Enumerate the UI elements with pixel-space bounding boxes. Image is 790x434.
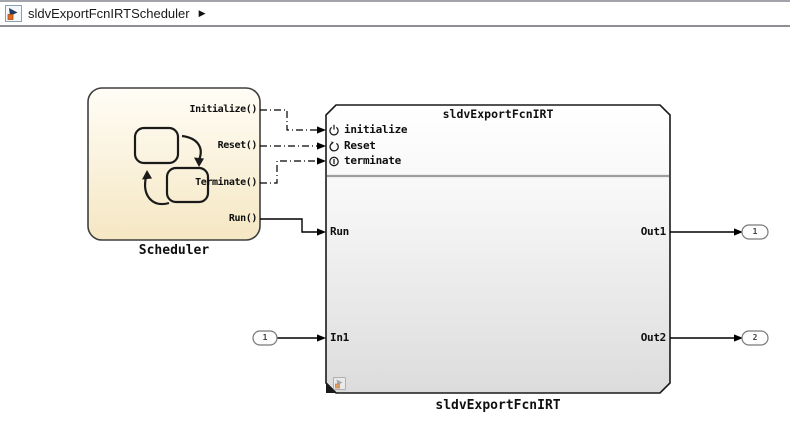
signal-run[interactable] [260,218,317,233]
model-block-title: sldvExportFcnIRT [442,107,554,121]
transition-arrowhead-up [142,170,152,180]
outport-block-1[interactable] [741,224,769,240]
model-port-out1: Out1 [640,225,667,238]
outport-block-2[interactable] [741,330,769,346]
outport1-number: 1 [752,227,758,236]
breadcrumb-model-name[interactable]: sldvExportFcnIRTScheduler [28,6,190,21]
model-port-reset: Reset [344,139,376,152]
arrowhead-reset [317,142,326,150]
model-reference-block[interactable] [325,104,671,394]
inport-number: 1 [262,333,268,342]
model-port-terminate: terminate [344,154,401,167]
arrowhead-out1 [734,228,743,236]
model-badge-icon [333,377,346,390]
scheduler-port-initialize: Initialize() [189,104,258,115]
model-icon[interactable] [5,5,22,22]
transition-arrow-left [144,176,170,206]
outport2-number: 2 [752,333,758,342]
reset-event-icon [329,141,339,152]
arrowhead-initialize [317,126,326,134]
arrowhead-run [317,228,326,236]
state-b [165,166,210,204]
breadcrumb: sldvExportFcnIRTScheduler ▶ [0,0,790,27]
model-port-out2: Out2 [640,331,667,344]
signal-terminate[interactable] [260,160,317,184]
scheduler-block-name: Scheduler [138,243,210,258]
scheduler-port-terminate: Terminate() [195,177,257,188]
model-port-in1: In1 [330,331,349,344]
transition-arrow-right [181,134,202,161]
arrowhead-terminate [317,157,326,165]
breadcrumb-expand-icon[interactable]: ▶ [198,8,206,18]
model-port-initialize: initialize [344,123,408,136]
scheduler-block[interactable] [87,87,261,241]
arrowhead-in1 [317,334,326,342]
scheduler-port-run: Run() [228,213,258,224]
scheduler-port-reset: Reset() [217,140,258,151]
inport-block-1[interactable] [252,330,278,346]
model-block-name: sldvExportFcnIRT [435,398,561,413]
state-a [133,126,180,165]
initialize-event-icon [329,124,339,136]
terminate-event-icon [329,156,339,167]
model-port-run: Run [330,225,349,238]
transition-arrowhead-down [194,157,204,167]
signal-initialize[interactable] [260,109,317,131]
corner-notch [326,382,337,393]
arrowhead-out2 [734,334,743,342]
diagram-canvas: Initialize() Reset() Terminate() Run() S… [0,27,790,432]
